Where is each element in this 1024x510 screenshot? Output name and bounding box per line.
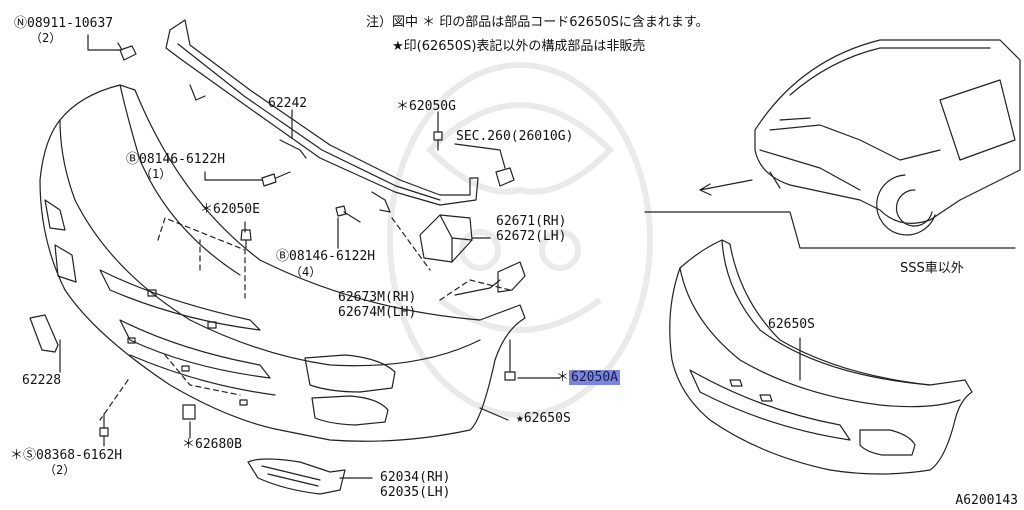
callout-62034[interactable]: 62034(RH)	[380, 470, 451, 485]
callout-62050a-highlight: 62050A	[569, 370, 620, 385]
grommet-icon	[495, 167, 515, 187]
front-bumper-fascia	[39, 84, 526, 442]
clip-62050e-icon	[240, 229, 252, 249]
bolt-icon	[261, 171, 291, 187]
callout-screw-s-qty: （2）	[44, 463, 76, 477]
clip-62050g-icon	[433, 131, 443, 151]
bracket-62671-icon	[419, 214, 473, 263]
inset-bumper	[669, 239, 973, 475]
tow-hook-cover-icon	[29, 314, 59, 353]
callout-62228[interactable]: 62228	[22, 373, 62, 388]
screw-icon	[99, 413, 109, 437]
dashed-leaders	[99, 217, 511, 421]
watermark-emblem	[387, 62, 653, 418]
inset-connector	[644, 211, 1016, 249]
callout-62050a-prefix: ＊	[556, 370, 570, 385]
bracket-62673m-icon	[497, 261, 526, 293]
callout-sec260[interactable]: SEC.260(26010G)	[456, 129, 574, 144]
callout-62674m[interactable]: 62674M(LH)	[338, 305, 417, 320]
drawing-code: A6200143	[955, 493, 1018, 508]
callout-62672[interactable]: 62672(LH)	[496, 229, 567, 244]
note-line-1: 注）図中 ＊ 印の部品は部品コード62650Sに含まれます。	[366, 15, 709, 30]
callout-nut-top-qty: （2）	[30, 31, 62, 45]
bolt-b2-icon	[335, 205, 361, 223]
callout-leaders	[59, 34, 561, 479]
callout-bolt-b2[interactable]: Ⓑ08146-6122H	[276, 249, 376, 264]
callout-62050a[interactable]: ＊62050A	[556, 370, 620, 385]
clip-62680b-icon	[182, 404, 196, 420]
inset-title: SSS車以外	[900, 261, 964, 276]
callout-screw-s[interactable]: ＊Ⓢ08368-6162H	[10, 448, 123, 463]
note-line-2: ★印(62650S)表記以外の構成部品は非販売	[392, 39, 646, 54]
callout-62050e[interactable]: ＊62050E	[200, 202, 260, 217]
inset-callout-62650s[interactable]: 62650S	[768, 317, 815, 332]
callout-62050g[interactable]: ＊62050G	[396, 99, 456, 114]
arrow-pointer	[699, 179, 753, 191]
callout-bolt-b1[interactable]: Ⓑ08146-6122H	[126, 152, 226, 167]
callout-62673m[interactable]: 62673M(RH)	[338, 290, 417, 305]
callout-bolt-b2-qty: （4）	[290, 265, 322, 279]
callout-62650s[interactable]: ★62650S	[516, 411, 571, 426]
arrow-head	[699, 183, 712, 196]
callout-nut-top[interactable]: Ⓝ08911-10637	[14, 16, 114, 31]
nut-icon	[117, 42, 137, 61]
callout-62671[interactable]: 62671(RH)	[496, 214, 567, 229]
callout-bolt-b1-qty: （1）	[140, 167, 172, 181]
reinforcement-bar-62242	[165, 19, 479, 213]
fog-lamp-cover-icon	[247, 458, 346, 495]
callout-62680b[interactable]: ＊62680B	[182, 437, 242, 452]
callout-62242[interactable]: 62242	[268, 96, 308, 111]
clip-62050a-icon	[504, 339, 516, 381]
car-illustration	[754, 39, 1021, 236]
callout-62035[interactable]: 62035(LH)	[380, 485, 451, 500]
